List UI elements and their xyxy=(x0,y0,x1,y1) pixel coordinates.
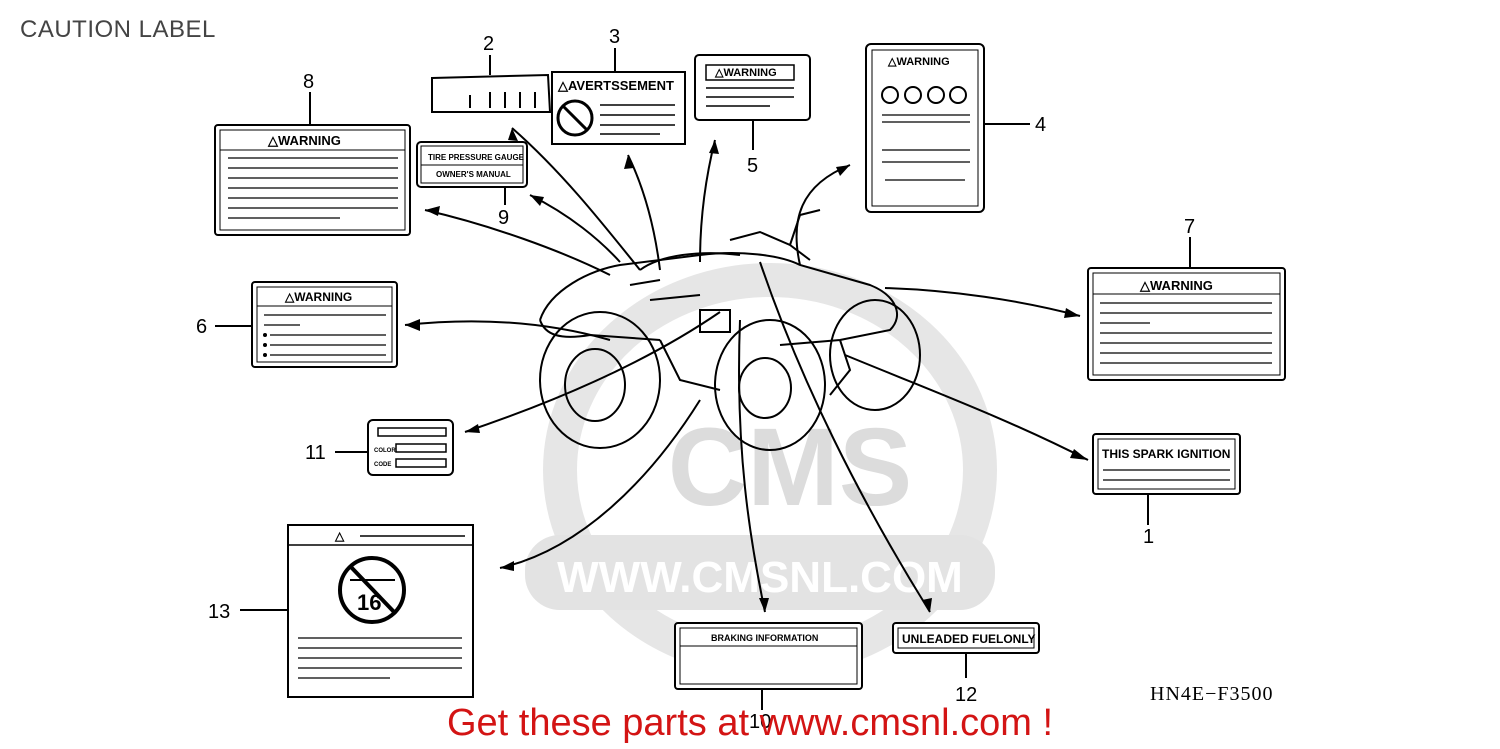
label-12-text: UNLEADED FUELONLY xyxy=(902,632,1036,646)
callout-6: 6 xyxy=(196,316,207,338)
callout-12: 12 xyxy=(955,684,977,706)
label-5-text: △WARNING xyxy=(714,67,777,79)
label-8: △WARNING xyxy=(214,92,411,236)
label-11-text-a: COLOR xyxy=(374,448,396,454)
label-2 xyxy=(431,55,552,113)
callout-5: 5 xyxy=(747,155,758,177)
arrow-heads xyxy=(405,128,1088,612)
page-title: CAUTION LABEL xyxy=(20,16,216,43)
label-6: △WARNING xyxy=(215,281,398,368)
callout-4: 4 xyxy=(1035,114,1046,136)
label-7-text: △WARNING xyxy=(1139,278,1213,293)
label-13-text-b: 16 xyxy=(357,590,381,615)
label-1-text: THIS SPARK IGNITION xyxy=(1102,447,1230,461)
label-4-text: △WARNING xyxy=(887,56,950,68)
callout-3: 3 xyxy=(609,26,620,48)
label-8-text: △WARNING xyxy=(267,133,341,148)
label-11-text-b: CODE xyxy=(374,462,391,468)
watermark-url: WWW.CMSNL.COM xyxy=(557,553,963,602)
label-11: COLOR CODE xyxy=(335,419,454,476)
label-9: TIRE PRESSURE GAUGE OWNER'S MANUAL xyxy=(416,141,528,205)
label-1: THIS SPARK IGNITION xyxy=(1092,433,1241,525)
label-3: △AVERTSSEMENT xyxy=(551,48,686,145)
label-6-text: △WARNING xyxy=(284,290,352,304)
callout-numbers: 1 2 3 4 5 6 7 8 9 10 11 12 13 xyxy=(196,26,1195,733)
label-12: UNLEADED FUELONLY xyxy=(892,622,1040,678)
promo-link[interactable]: Get these parts at www.cmsnl.com ! xyxy=(446,702,1054,744)
label-5: △WARNING xyxy=(694,54,811,150)
callout-10: 10 xyxy=(749,711,771,733)
label-10: BRAKING INFORMATION xyxy=(674,622,863,710)
label-13-text-a: △ xyxy=(334,529,345,543)
label-4: △WARNING xyxy=(865,43,1030,213)
callout-8: 8 xyxy=(303,71,314,93)
watermark-logo: CMS xyxy=(668,406,912,529)
callout-1: 1 xyxy=(1143,526,1154,548)
label-7: △WARNING xyxy=(1087,237,1286,381)
label-3-text: △AVERTSSEMENT xyxy=(557,78,674,93)
callout-9: 9 xyxy=(498,207,509,229)
label-13: △ 16 xyxy=(240,524,474,698)
callout-11: 11 xyxy=(305,442,326,464)
callout-2: 2 xyxy=(483,33,494,55)
callout-13: 13 xyxy=(208,601,230,623)
atv-illustration xyxy=(539,209,921,451)
callout-7: 7 xyxy=(1184,216,1195,238)
label-9-text-a: TIRE PRESSURE GAUGE xyxy=(428,153,525,162)
label-9-text-b: OWNER'S MANUAL xyxy=(436,170,511,179)
diagram-code: HN4E−F3500 xyxy=(1150,683,1274,705)
label-10-text: BRAKING INFORMATION xyxy=(711,633,818,643)
